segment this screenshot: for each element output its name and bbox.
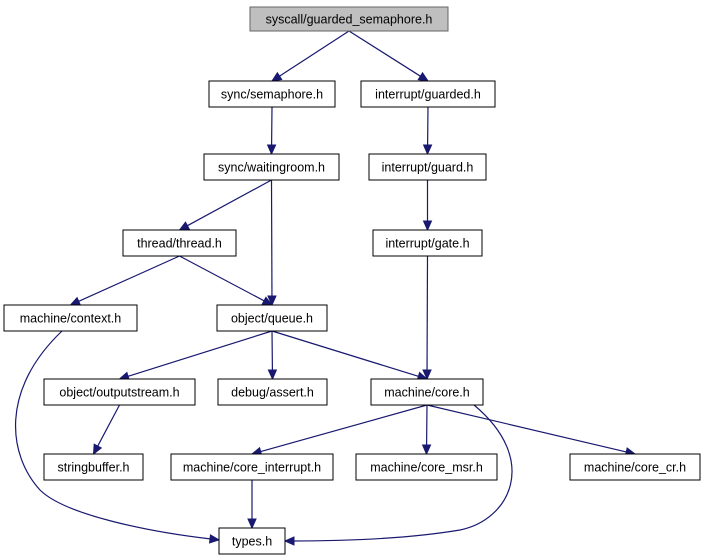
node-label: stringbuffer.h	[57, 461, 129, 475]
node-label: types.h	[232, 535, 272, 549]
node-box	[208, 80, 336, 108]
edge-guarded-to-guard	[422, 106, 433, 156]
node-box	[122, 229, 237, 257]
node-stringbuffer[interactable]: stringbuffer.h	[43, 453, 144, 481]
node-label: interrupt/guarded.h	[375, 88, 481, 102]
node-label: thread/thread.h	[137, 237, 222, 251]
node-box	[569, 453, 701, 481]
node-label: machine/context.h	[20, 312, 121, 326]
node-box	[372, 229, 483, 257]
node-assert[interactable]: debug/assert.h	[217, 378, 328, 406]
edge-context-to-types	[14, 330, 221, 544]
node-thread[interactable]: thread/thread.h	[122, 229, 237, 257]
edge-gate-to-core	[422, 255, 432, 381]
node-box	[43, 453, 144, 481]
edge-core-to-types	[283, 404, 513, 546]
node-core[interactable]: machine/core.h	[370, 378, 484, 406]
node-box	[360, 80, 496, 108]
edge-queue-to-core	[271, 330, 429, 381]
node-core_msr[interactable]: machine/core_msr.h	[355, 453, 498, 481]
node-label: interrupt/guard.h	[382, 161, 474, 175]
edge-core-to-core_msr	[421, 404, 432, 456]
node-box	[355, 453, 498, 481]
node-label: machine/core.h	[384, 386, 470, 400]
node-box	[218, 527, 286, 555]
node-waitingroom[interactable]: sync/waitingroom.h	[203, 153, 340, 181]
edge-queue-to-assert	[267, 330, 278, 381]
nodes-layer: syscall/guarded_semaphore.h sync/semaphor…	[3, 6, 701, 555]
node-label: object/queue.h	[231, 312, 313, 326]
node-box	[170, 453, 334, 481]
node-label: debug/assert.h	[231, 386, 314, 400]
node-gate[interactable]: interrupt/gate.h	[372, 229, 483, 257]
node-guard[interactable]: interrupt/guard.h	[368, 153, 487, 181]
node-queue[interactable]: object/queue.h	[216, 304, 328, 332]
node-box	[43, 378, 196, 406]
edge-core-to-core_interrupt	[250, 404, 428, 457]
edge-thread-to-context	[69, 255, 180, 306]
node-types[interactable]: types.h	[218, 527, 286, 555]
node-label: sync/semaphore.h	[221, 88, 323, 102]
node-label: machine/core_cr.h	[584, 461, 686, 475]
edge-thread-to-queue	[179, 255, 274, 306]
node-core_cr[interactable]: machine/core_cr.h	[569, 453, 701, 481]
edge-core_interrupt-to-types	[247, 480, 257, 530]
edge-guarded_semaphore-to-semaphore	[270, 30, 350, 82]
node-box	[370, 378, 484, 406]
node-box	[216, 304, 328, 332]
node-label: interrupt/gate.h	[385, 237, 469, 251]
edge-guarded_semaphore-to-guarded	[348, 30, 430, 82]
node-box	[217, 378, 328, 406]
node-label: machine/core_msr.h	[370, 461, 483, 475]
edge-outputstream-to-stringbuffer	[92, 404, 121, 456]
node-label: syscall/guarded_semaphore.h	[266, 13, 433, 27]
edge-waitingroom-to-thread	[178, 179, 272, 231]
node-core_interrupt[interactable]: machine/core_interrupt.h	[170, 453, 334, 481]
node-label: sync/waitingroom.h	[218, 161, 325, 175]
node-guarded_semaphore[interactable]: syscall/guarded_semaphore.h	[249, 6, 449, 32]
edge-waitingroom-to-queue	[267, 179, 277, 307]
node-context[interactable]: machine/context.h	[3, 304, 138, 332]
node-semaphore[interactable]: sync/semaphore.h	[208, 80, 336, 108]
node-outputstream[interactable]: object/outputstream.h	[43, 378, 196, 406]
node-box	[249, 6, 449, 32]
node-guarded[interactable]: interrupt/guarded.h	[360, 80, 496, 108]
edge-queue-to-outputstream	[118, 330, 273, 381]
edge-core-to-core_cr	[426, 404, 637, 457]
node-box	[368, 153, 487, 181]
node-label: machine/core_interrupt.h	[183, 461, 321, 475]
edge-semaphore-to-waitingroom	[266, 106, 277, 156]
node-box	[3, 304, 138, 332]
edge-guard-to-gate	[422, 180, 433, 232]
node-label: object/outputstream.h	[59, 386, 179, 400]
node-box	[203, 153, 340, 181]
edges-layer	[14, 30, 637, 546]
